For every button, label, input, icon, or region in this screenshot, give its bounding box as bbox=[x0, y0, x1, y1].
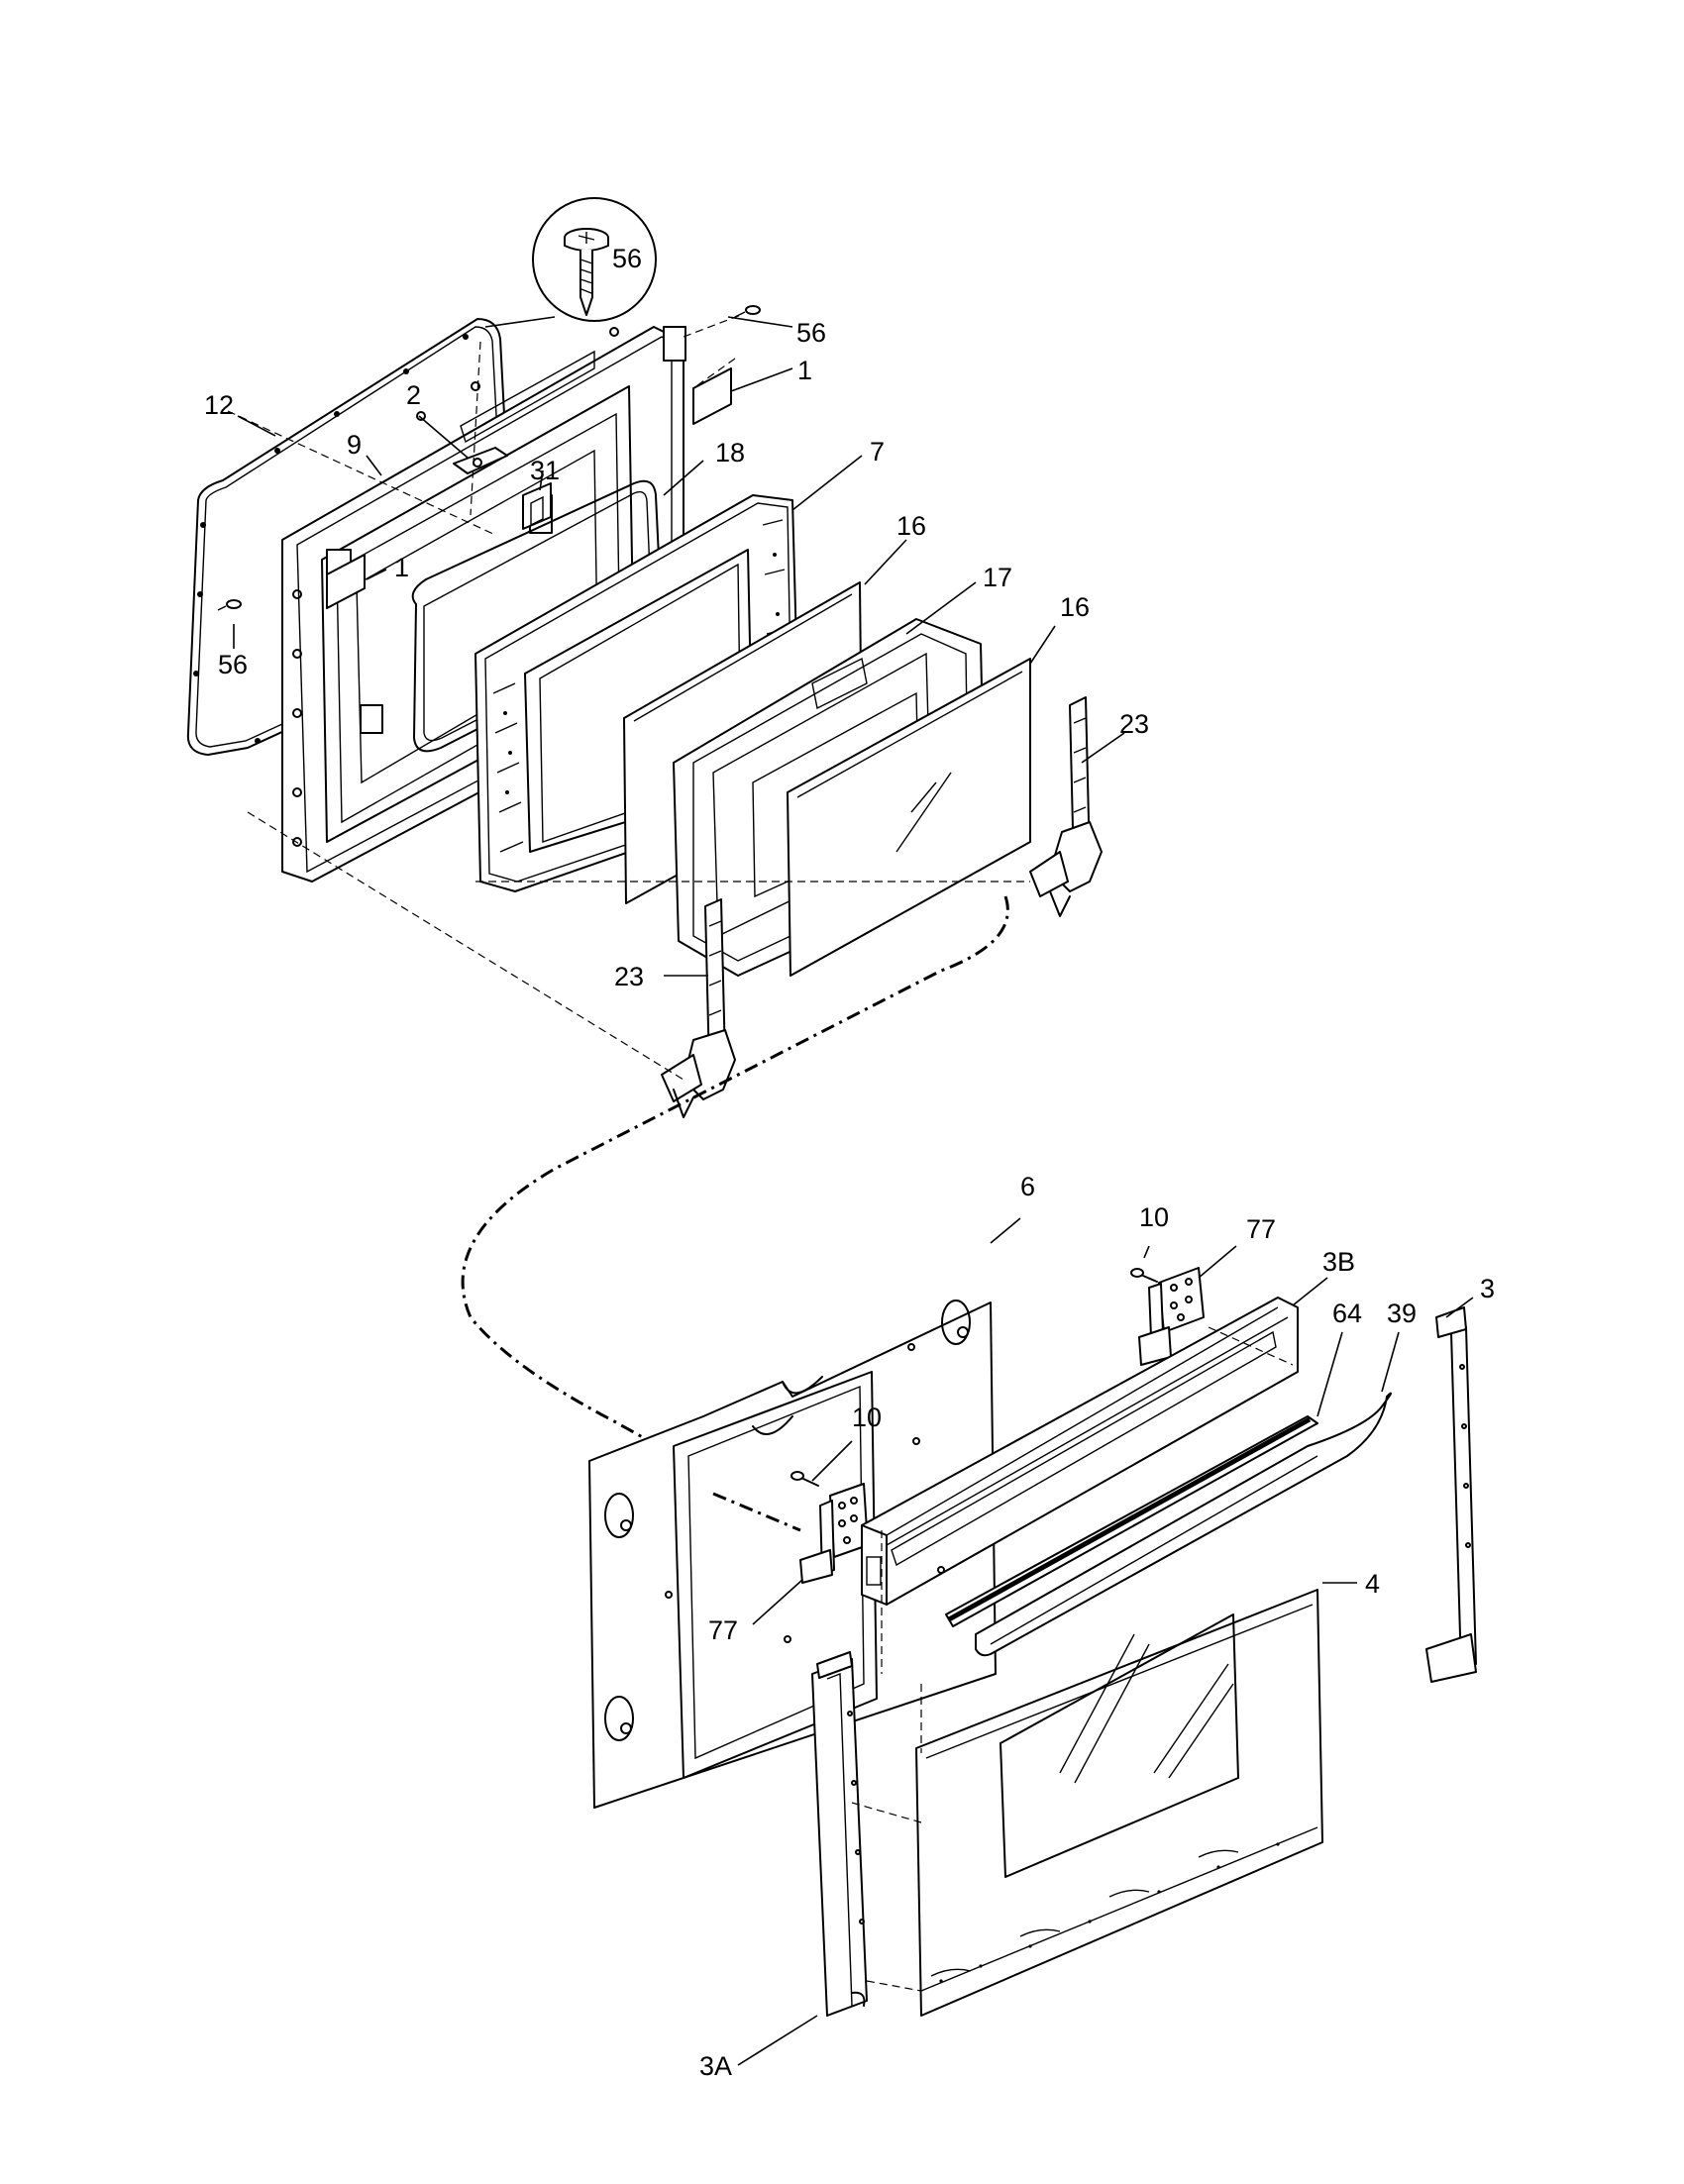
screw-56-left bbox=[217, 599, 242, 611]
hinge-bracket-77-top bbox=[1138, 1267, 1205, 1366]
callout-10-top: 10 bbox=[1139, 1202, 1169, 1232]
screw-10-mid bbox=[790, 1471, 819, 1487]
callout-56-detail: 56 bbox=[612, 244, 642, 273]
callout-77-bottom: 77 bbox=[708, 1615, 738, 1645]
leader-lines bbox=[233, 316, 1474, 2066]
handle-strip-64 bbox=[945, 1415, 1318, 1627]
assembly-connector-line bbox=[461, 895, 1009, 1517]
side-trim-3A bbox=[811, 1651, 868, 2017]
door-handle-39 bbox=[975, 1392, 1392, 1657]
bracket-right bbox=[692, 367, 732, 425]
screw-10-top bbox=[1130, 1268, 1158, 1283]
screw-56-top bbox=[734, 305, 761, 318]
outer-door-panel-4 bbox=[915, 1589, 1323, 2017]
callout-6: 6 bbox=[1020, 1172, 1035, 1201]
callout-10-mid: 10 bbox=[852, 1403, 882, 1432]
callout-12: 12 bbox=[204, 390, 234, 420]
callout-labels: 56 56 1 12 2 9 31 18 7 1 16 17 16 56 23 … bbox=[204, 244, 1495, 2081]
callout-18: 18 bbox=[715, 438, 745, 468]
callout-3B: 3B bbox=[1322, 1247, 1355, 1277]
screw-detail-callout bbox=[484, 197, 657, 328]
side-trim-3 bbox=[1425, 1306, 1477, 1683]
callout-1-left: 1 bbox=[394, 553, 409, 582]
callout-9: 9 bbox=[347, 430, 362, 460]
door-gasket bbox=[186, 318, 516, 756]
hinge-right bbox=[1029, 696, 1103, 917]
callout-39: 39 bbox=[1387, 1299, 1417, 1328]
callout-3: 3 bbox=[1480, 1274, 1495, 1303]
callout-1-top: 1 bbox=[797, 356, 812, 385]
callout-7: 7 bbox=[870, 437, 885, 467]
handle-trim-3B bbox=[861, 1297, 1299, 1606]
callout-16-a: 16 bbox=[896, 511, 926, 541]
callout-17: 17 bbox=[983, 563, 1012, 592]
callout-56-left: 56 bbox=[218, 650, 248, 679]
callout-23-left: 23 bbox=[614, 962, 644, 991]
callout-56-top: 56 bbox=[796, 318, 826, 348]
alignment-lines-bottom bbox=[712, 1326, 1294, 1992]
hinge-bracket-77-bottom bbox=[799, 1483, 869, 1584]
inner-panel-6 bbox=[588, 1300, 997, 1809]
callout-2: 2 bbox=[406, 380, 421, 410]
callout-31: 31 bbox=[530, 456, 560, 485]
callout-16-b: 16 bbox=[1060, 592, 1090, 622]
callout-64: 64 bbox=[1332, 1299, 1362, 1328]
glass-panel-16b bbox=[787, 658, 1031, 977]
alignment-lines-top bbox=[227, 314, 1030, 1081]
bracket-left bbox=[326, 554, 366, 609]
callout-23-right: 23 bbox=[1119, 709, 1149, 739]
hinge-left bbox=[661, 898, 736, 1118]
callout-77-top: 77 bbox=[1246, 1214, 1276, 1244]
callout-3A: 3A bbox=[699, 2051, 732, 2081]
callout-4: 4 bbox=[1365, 1569, 1380, 1599]
clip-31 bbox=[522, 482, 552, 530]
